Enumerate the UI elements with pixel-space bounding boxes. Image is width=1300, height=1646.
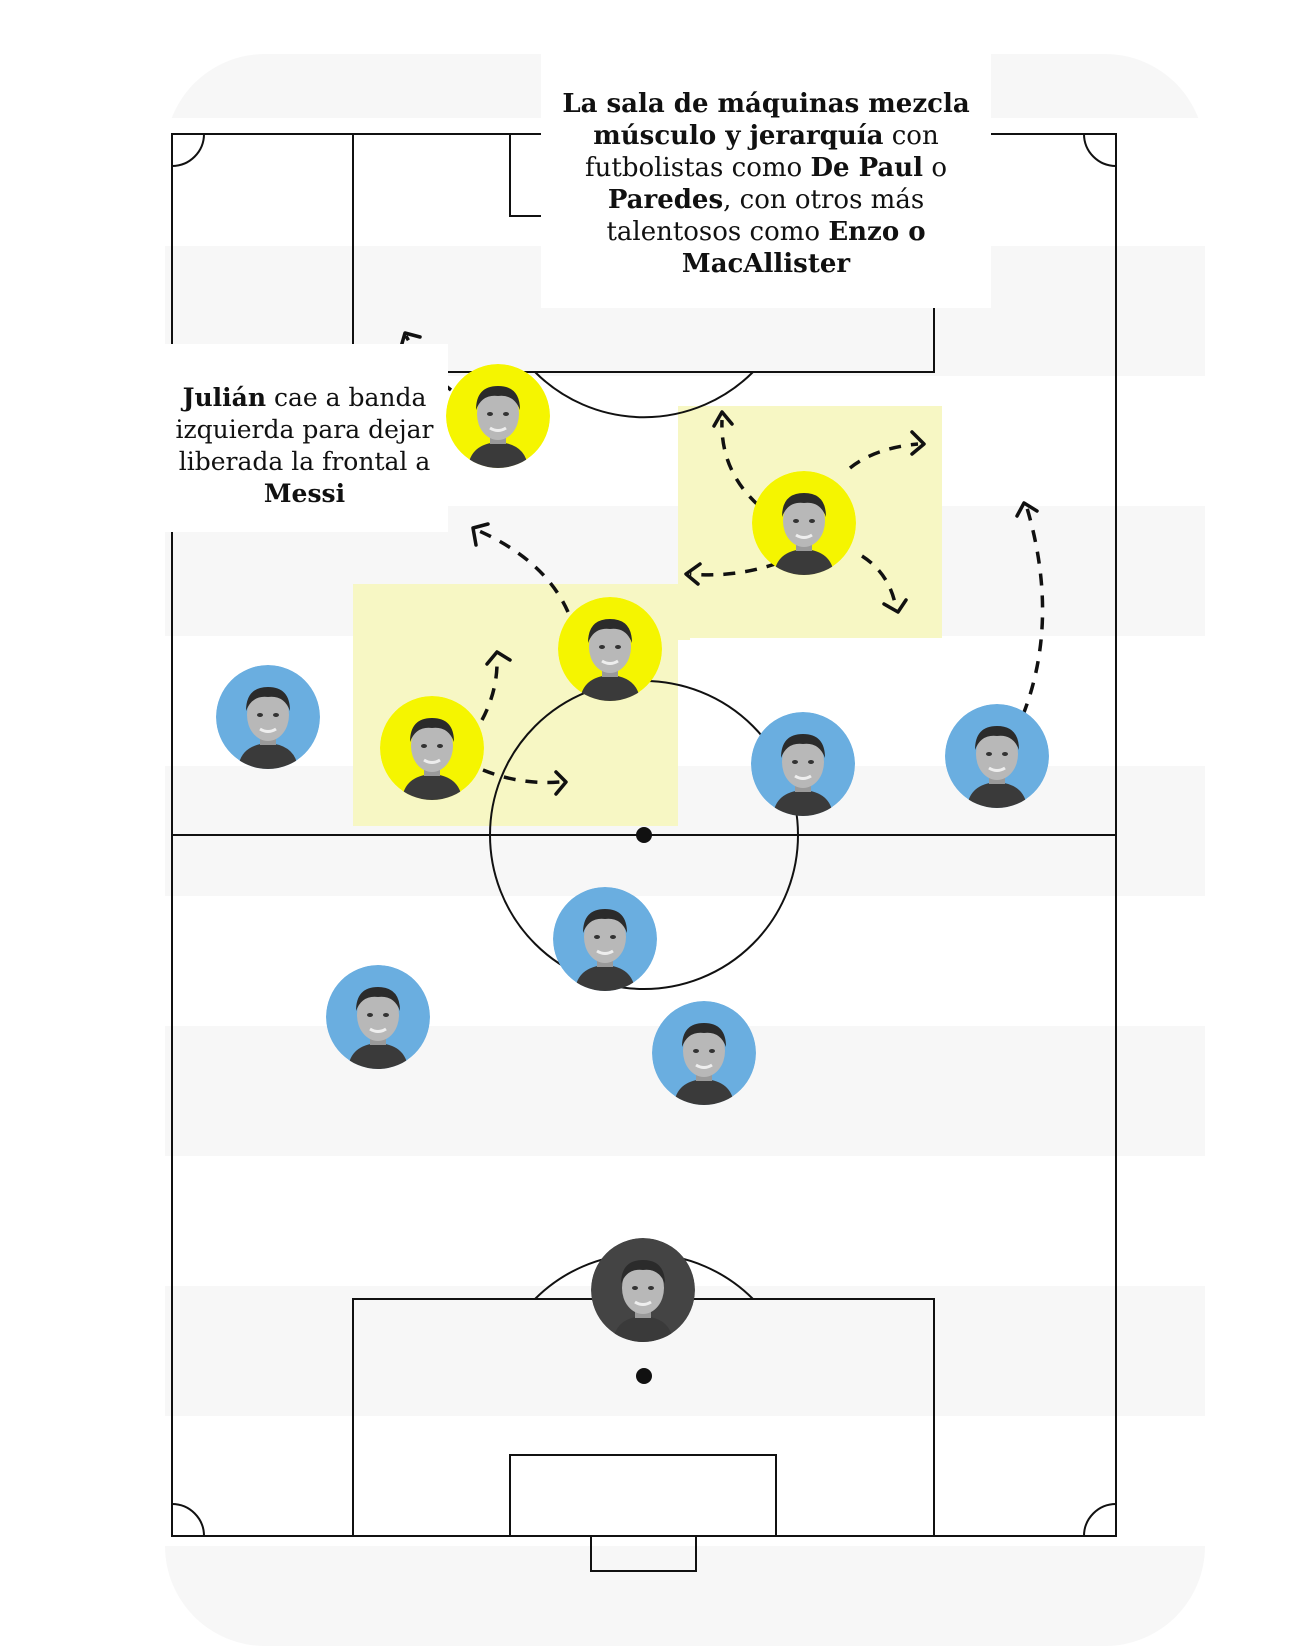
player-face-icon bbox=[751, 712, 855, 816]
arrow-messi-down bbox=[861, 554, 898, 609]
callout-text-bold: La sala de máquinas mezcla músculo y jer… bbox=[562, 89, 970, 151]
callout-julian: Julián cae a banda izquierda para dejar … bbox=[161, 344, 448, 532]
corner-arc bbox=[1083, 1503, 1117, 1537]
arrow-messi-right bbox=[848, 442, 919, 470]
corner-arc bbox=[171, 1503, 205, 1537]
romero-avatar bbox=[652, 1001, 756, 1105]
player-face-icon bbox=[752, 471, 856, 575]
callout-text-bold: Julián bbox=[182, 383, 266, 412]
callout-text-bold: Messi bbox=[263, 479, 346, 508]
callout-text: o bbox=[923, 153, 947, 183]
arrow-molina bbox=[1021, 507, 1045, 716]
arrowhead-icon bbox=[554, 770, 568, 796]
goalkeeper-avatar bbox=[591, 1238, 695, 1342]
player-face-icon bbox=[446, 364, 550, 468]
player-face-icon bbox=[553, 887, 657, 991]
arrow-heads bbox=[399, 331, 1039, 796]
player-face-icon bbox=[945, 704, 1049, 808]
paredes-avatar bbox=[553, 887, 657, 991]
arrowhead-icon bbox=[399, 331, 422, 349]
arrow-enzo-up bbox=[480, 657, 499, 721]
arrow-messi-left bbox=[689, 561, 779, 577]
acuna-avatar bbox=[216, 665, 320, 769]
player-face-icon bbox=[591, 1238, 695, 1342]
player-face-icon bbox=[558, 597, 662, 701]
arrowhead-icon bbox=[910, 430, 926, 456]
messi-avatar bbox=[752, 471, 856, 575]
enzo-avatar bbox=[380, 696, 484, 800]
player-face-icon bbox=[326, 965, 430, 1069]
penalty-spot bbox=[636, 1368, 652, 1384]
callout-text-bold: De Paul bbox=[810, 153, 924, 183]
top-penalty-arc bbox=[534, 371, 754, 419]
arrowhead-icon bbox=[712, 410, 734, 428]
de-paul-avatar bbox=[751, 712, 855, 816]
center-spot bbox=[636, 827, 652, 843]
balerdi-avatar bbox=[326, 965, 430, 1069]
julian-avatar bbox=[446, 364, 550, 468]
callout-text-bold: Enzo o MacAllister bbox=[681, 217, 926, 279]
callout-midfield: La sala de máquinas mezcla músculo y jer… bbox=[541, 54, 991, 308]
callout-text-bold: Paredes bbox=[607, 185, 724, 215]
mac-allister-avatar bbox=[558, 597, 662, 701]
player-face-icon bbox=[652, 1001, 756, 1105]
callout-text: cae a banda izquierda para dejar liberad… bbox=[175, 383, 434, 476]
arrowhead-icon bbox=[485, 650, 512, 666]
molina-avatar bbox=[945, 704, 1049, 808]
arrowhead-icon bbox=[1015, 501, 1039, 518]
arrow-messi-up bbox=[720, 419, 760, 507]
bottom-goal bbox=[590, 1535, 697, 1572]
callout-text: con futbolistas como bbox=[585, 121, 939, 183]
callout-text: , con otros más talentosos como bbox=[606, 185, 925, 247]
player-face-icon bbox=[216, 665, 320, 769]
player-face-icon bbox=[380, 696, 484, 800]
arrowhead-icon bbox=[882, 598, 908, 614]
arrowhead-icon bbox=[684, 562, 702, 586]
corner-arc bbox=[1083, 133, 1117, 167]
corner-arc bbox=[171, 133, 205, 167]
arrowhead-icon bbox=[471, 522, 490, 547]
movement-arrows bbox=[404, 335, 1045, 785]
arrow-enzo-right bbox=[482, 768, 561, 785]
